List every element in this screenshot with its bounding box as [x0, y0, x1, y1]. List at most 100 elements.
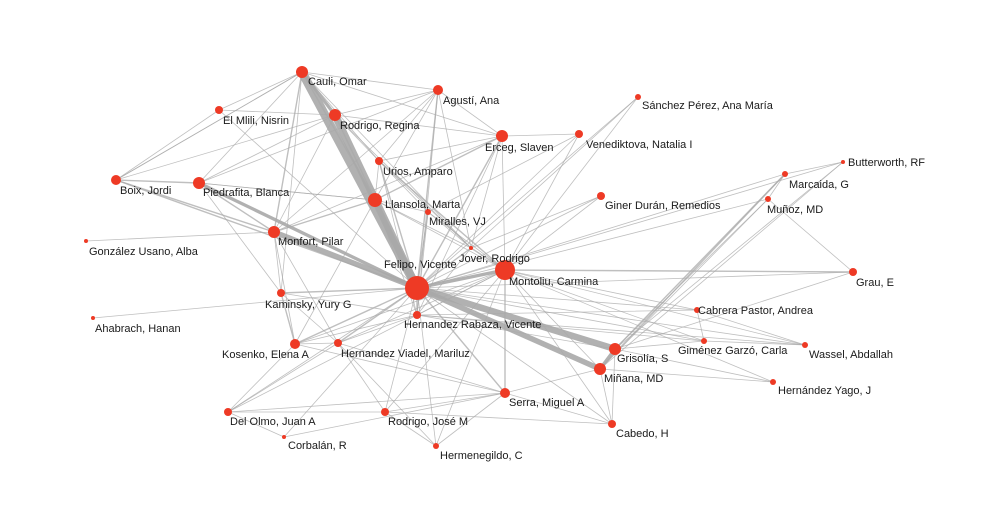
edge-boix-monfort: [115, 179, 275, 233]
edge-monfort-hernandezv: [273, 231, 339, 344]
node-delolmo: [224, 408, 232, 416]
edge-cauli-elmlili: [218, 71, 303, 111]
edge-felipo-sanchez: [416, 96, 639, 289]
edge-serra-corbalan: [283, 392, 506, 438]
edge-marcaida-munoz: [767, 173, 786, 200]
edge-munoz-grau: [767, 198, 854, 273]
edge-llansola-kosenko: [294, 199, 376, 345]
node-label-boix: Boix, Jordi: [120, 185, 171, 197]
edge-erceg-urios: [378, 135, 503, 162]
node-rodrigor: [329, 109, 341, 121]
edge-felipo-erceg: [416, 135, 503, 289]
edge-llansola-rodrigor: [334, 114, 376, 201]
node-label-montoliu: Montoliu, Carmina: [509, 276, 599, 288]
node-kosenko: [290, 339, 300, 349]
node-label-elmlili: El Mlili, Nisrin: [223, 115, 289, 127]
edge-hernandezv-hermenegildo: [337, 342, 437, 447]
edge-montoliu-minana: [504, 269, 601, 370]
node-wassel: [802, 342, 808, 348]
node-giner: [597, 192, 605, 200]
edge-jover-miralles: [427, 211, 472, 249]
edge-felipo-miralles: [416, 211, 429, 289]
edge-grisolia-cabedo: [611, 348, 616, 425]
edge-serra-delolmo: [227, 392, 506, 413]
node-cabedo: [608, 420, 616, 428]
edge-felipo-delolmo: [227, 287, 418, 413]
node-cauli: [296, 66, 308, 78]
edge-agusti-urios: [378, 89, 439, 162]
node-label-rodrigoj: Rodrigo, José M: [388, 416, 468, 428]
edge-felipo-monfort: [271, 229, 420, 291]
node-label-hernandezy: Hernández Yago, J: [778, 385, 871, 397]
node-label-gonzalez: González Usano, Alba: [89, 246, 199, 258]
edge-montoliu-erceg: [501, 135, 506, 271]
node-boix: [111, 175, 121, 185]
edge-monfort-agusti: [273, 89, 439, 233]
edge-jover-giner: [470, 195, 602, 249]
edge-felipo-ahabrach: [92, 287, 418, 319]
edge-felipo-cabedo: [416, 287, 613, 425]
edge-felipo-hernandezv: [337, 287, 418, 344]
edge-felipo-boix: [115, 179, 418, 289]
edge-montoliu-grau: [504, 269, 854, 273]
edge-hernandezr-wassel: [416, 314, 806, 346]
edge-marcaida-butterworth: [784, 161, 844, 175]
edge-kosenko-kaminsky: [280, 292, 296, 345]
node-cabrera: [694, 307, 700, 313]
node-label-gimenez: Giménez Garzó, Carla: [678, 345, 788, 357]
node-erceg: [496, 130, 508, 142]
node-label-minana: Miñana, MD: [604, 373, 663, 385]
edge-cauli-agusti: [301, 71, 439, 91]
edge-llansola-erceg: [374, 135, 503, 201]
edge-felipo-piedrafita: [197, 181, 419, 290]
edge-minana-marcaida: [599, 173, 786, 370]
node-hernandezy: [770, 379, 776, 385]
edge-hernandezv-hernandezr: [337, 314, 418, 344]
edge-rodrigoj-hermenegildo: [384, 411, 437, 447]
edge-montoliu-hermenegildo: [435, 269, 506, 447]
edge-montoliu-venediktova: [504, 133, 580, 271]
node-label-giner: Giner Durán, Remedios: [605, 200, 721, 212]
edge-serra-hernandezv: [337, 342, 506, 394]
edge-cauli-monfort: [273, 71, 303, 233]
edge-felipo-serra: [416, 287, 506, 394]
edge-felipo-rodrigoj: [384, 287, 418, 413]
edge-urios-miralles: [378, 160, 429, 213]
edge-cauli-rodrigor: [300, 70, 337, 117]
node-label-grisolia: Grisolía, S: [617, 353, 668, 365]
node-hernandezr: [413, 311, 421, 319]
edge-llansola-agusti: [374, 89, 439, 201]
edge-grisolia-hernandezr: [416, 314, 616, 350]
edge-montoliu-sanchez: [504, 96, 639, 271]
edge-cabrera-wassel: [696, 309, 806, 346]
edge-montoliu-llansola: [374, 199, 506, 271]
edge-minana-serra: [504, 368, 601, 394]
edge-cauli-kaminsky: [280, 71, 303, 294]
edge-erceg-jover: [470, 135, 503, 249]
edge-cauli-jover: [301, 71, 472, 249]
node-label-butterworth: Butterworth, RF: [848, 157, 925, 169]
edge-montoliu-rodrigoj: [384, 269, 506, 413]
edge-minana-hernandezy: [599, 368, 774, 383]
edge-llansola-monfort: [273, 199, 376, 233]
node-miralles: [425, 209, 431, 215]
edge-felipo-venediktova: [416, 133, 580, 289]
node-sanchez: [635, 94, 641, 100]
edge-rodrigor-erceg: [334, 114, 503, 137]
node-elmlili: [215, 106, 223, 114]
node-label-llansola: Llansola, Marta: [385, 199, 461, 211]
edge-felipo-grau: [416, 271, 854, 289]
edge-kosenko-hernandezr: [294, 314, 418, 345]
edge-jover-urios: [378, 160, 472, 249]
node-gimenez: [701, 338, 707, 344]
edge-rodrigor-monfort: [273, 114, 336, 233]
node-jover: [469, 246, 473, 250]
node-label-cabrera: Cabrera Pastor, Andrea: [698, 305, 814, 317]
edge-hernandezv-delolmo: [227, 342, 339, 413]
edge-hernandezv-rodrigoj: [337, 342, 386, 413]
edge-rodrigor-boix: [115, 114, 336, 181]
edge-piedrafita-kaminsky: [198, 182, 282, 294]
edge-grisolia-hernandezy: [614, 348, 774, 383]
node-ahabrach: [91, 316, 95, 320]
